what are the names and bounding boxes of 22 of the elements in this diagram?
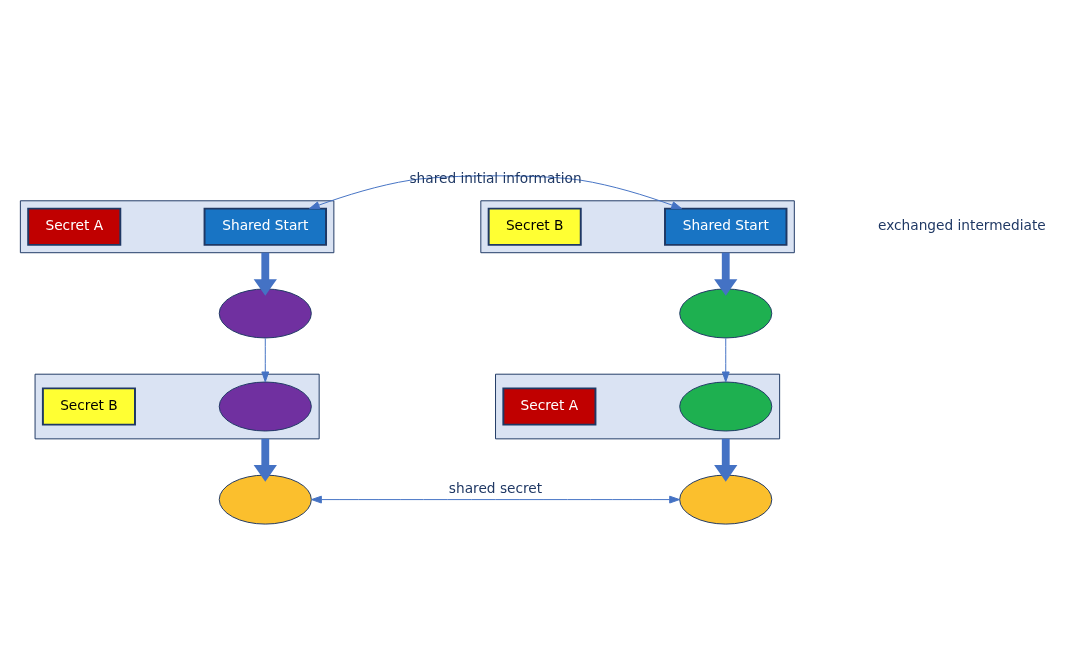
node-circle [679, 381, 773, 432]
node-circle [679, 474, 773, 525]
node-box: Secret B [41, 387, 136, 426]
arrow [261, 337, 270, 383]
node-circle [679, 288, 773, 339]
arrow [714, 438, 738, 482]
arrow [721, 337, 730, 383]
arrow [309, 175, 683, 210]
arrow [714, 252, 738, 296]
arrow [311, 495, 680, 504]
node-box: Shared Start [664, 207, 788, 246]
node-box: Secret A [27, 207, 122, 246]
node-box: Shared Start [203, 207, 327, 246]
label: exchanged intermediate [877, 217, 1046, 234]
node-circle [218, 474, 312, 525]
node-box: Secret B [487, 207, 582, 246]
node-box: Secret A [502, 387, 597, 426]
edge-label: shared secret [448, 479, 543, 496]
arrow [253, 438, 277, 482]
arrow [253, 252, 277, 296]
node-circle [218, 381, 312, 432]
node-circle [218, 288, 312, 339]
